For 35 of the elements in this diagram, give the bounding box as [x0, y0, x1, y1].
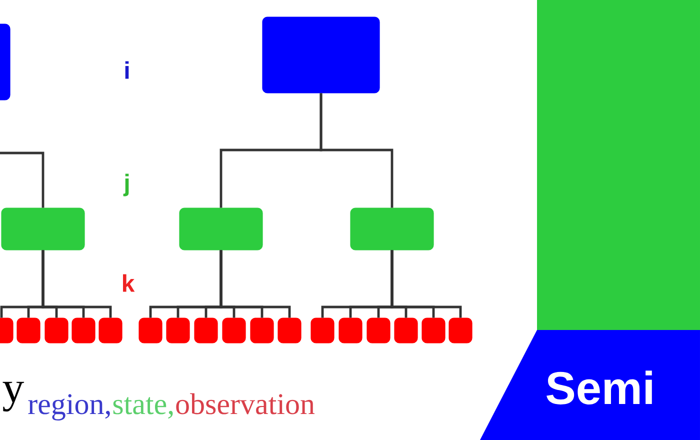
leaf-box	[72, 318, 96, 344]
subscript-text: state,	[113, 397, 173, 419]
leaf-box	[44, 318, 68, 344]
connector-line	[42, 250, 112, 318]
subscript-text: observation	[176, 393, 315, 414]
middle-box	[350, 208, 434, 250]
leaf-box	[394, 318, 418, 344]
connector-line	[320, 93, 394, 208]
top-box	[262, 16, 380, 94]
connector-line	[0, 152, 44, 208]
leaf-box	[222, 318, 246, 344]
leaf-box	[366, 318, 390, 344]
connector-line	[390, 250, 462, 318]
middle-box	[1, 208, 85, 250]
leaf-box	[310, 318, 334, 344]
top-box	[0, 24, 10, 100]
leaf-box	[98, 318, 122, 344]
leaf-box	[278, 318, 302, 344]
leaf-box	[166, 318, 190, 344]
middle-box	[179, 208, 263, 250]
banner: Semi	[480, 330, 700, 440]
level-letter: k	[123, 274, 135, 292]
leaf-box	[338, 318, 362, 344]
leaf-box	[16, 318, 40, 344]
leaf-box	[448, 318, 472, 344]
leaf-box	[194, 318, 218, 344]
leaf-box	[0, 318, 14, 344]
level-letter: j	[123, 174, 129, 196]
level-letter: i	[125, 61, 129, 79]
connector-line	[220, 250, 291, 318]
formula-letter: y	[2, 382, 24, 412]
leaf-box	[250, 318, 274, 344]
leaf-box	[422, 318, 446, 344]
leaf-box	[138, 318, 162, 344]
subscript-text: region,	[28, 394, 110, 420]
